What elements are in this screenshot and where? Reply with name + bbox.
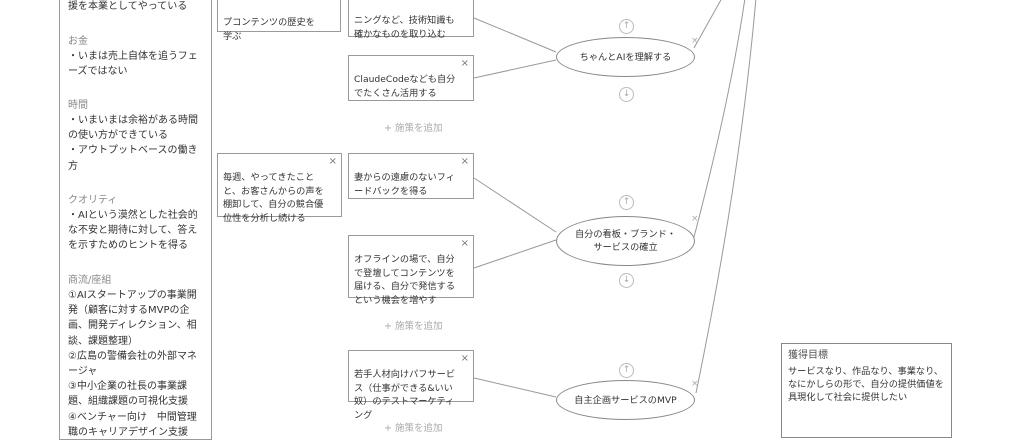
card-tech-knowledge[interactable]: ニングなど、技術知識も確かなものを取り込む xyxy=(348,0,474,40)
card-claude-code[interactable]: ClaudeCodeなども自分でたくさん活用する × xyxy=(348,55,474,101)
connector-lines xyxy=(473,0,757,398)
card-wife-feedback[interactable]: 妻からの遠慮のないフィードバックを得る × xyxy=(348,153,474,199)
goal-body: サービスなり、作品なり、事業なり、なにかしらの形で、自分の提供価値を具現化して社… xyxy=(788,366,944,403)
sidebar-top-text: 援を本業としてやっている xyxy=(68,0,206,14)
node-label: ちゃんとAIを理解する xyxy=(579,51,672,63)
connector-brand-up xyxy=(693,0,746,238)
add-measure-button-mvp[interactable]: + 施策を追加 xyxy=(384,423,443,434)
card-text: 妻からの遠慮のないフィードバックを得る xyxy=(354,172,455,197)
connector-claude-ai xyxy=(473,59,557,79)
connector-ai-up xyxy=(693,0,722,49)
node-label: 自主企画サービスのMVP xyxy=(574,394,677,406)
goal-title: 獲得目標 xyxy=(788,350,828,361)
node-self-service-mvp[interactable]: 自主企画サービスのMVP xyxy=(556,380,695,420)
connector-offline-brand xyxy=(473,239,557,269)
card-text: ニングなど、技術知識も確かなものを取り込む xyxy=(354,15,455,40)
close-icon[interactable]: × xyxy=(691,36,699,46)
close-icon[interactable]: × xyxy=(460,156,469,167)
card-text: オフラインの場で、自分で登壇してコンテンツを届ける、自分で発信するという機会を増… xyxy=(354,254,456,306)
section-body: ・いまいまは余裕がある時間の使い方ができている ・アウトプットベースの働き方 xyxy=(68,115,198,172)
close-icon[interactable]: × xyxy=(460,58,469,69)
node-brand[interactable]: 自分の看板・ブランド・サービスの確立 xyxy=(556,216,695,266)
arrow-up-icon[interactable]: ↑ xyxy=(619,19,634,34)
close-icon[interactable]: × xyxy=(691,379,699,389)
arrow-down-icon[interactable]: ↓ xyxy=(619,273,634,288)
connector-tech-ai xyxy=(473,17,557,53)
connector-mvp-up xyxy=(695,0,757,394)
section-body: ・AIという漠然とした社会的な不安と期待に対して、答えを示すためのヒントを得る xyxy=(68,210,198,252)
close-icon[interactable]: × xyxy=(460,238,469,249)
sidebar-section-channel: 商流/座組 ①AIスタートアップの事業開発（顧客に対するMVPの企画、開発ディレ… xyxy=(68,274,206,439)
sidebar-section-time: 時間 ・いまいまは余裕がある時間の使い方ができている ・アウトプットベースの働き… xyxy=(68,99,206,174)
card-history[interactable]: プコンテンツの歴史を学ぶ xyxy=(217,0,341,42)
card-young-talent-service[interactable]: 若手人材向けパフサービス（仕事ができる&いい奴）のテストマーケティング × xyxy=(348,350,474,421)
section-title: 時間 xyxy=(68,100,88,111)
left-sidebar: 援を本業としてやっている お金 ・いまは売上自体を追うフェーズではない 時間 ・… xyxy=(59,0,212,440)
sidebar-top-body: 援を本業としてやっている xyxy=(68,1,188,12)
node-label: 自分の看板・ブランド・サービスの確立 xyxy=(574,229,677,253)
section-title: 商流/座組 xyxy=(68,275,112,286)
close-icon[interactable]: × xyxy=(328,156,337,167)
node-understand-ai[interactable]: ちゃんとAIを理解する xyxy=(556,37,695,77)
card-text: 若手人材向けパフサービス（仕事ができる&いい奴）のテストマーケティング xyxy=(354,369,456,421)
section-title: クオリティ xyxy=(68,195,118,206)
card-offline-talks[interactable]: オフラインの場で、自分で登壇してコンテンツを届ける、自分で発信するという機会を増… xyxy=(348,235,474,306)
goal-panel: 獲得目標 サービスなり、作品なり、事業なり、なにかしらの形で、自分の提供価値を具… xyxy=(781,343,952,438)
close-icon[interactable]: × xyxy=(691,214,699,224)
sidebar-section-money: お金 ・いまは売上自体を追うフェーズではない xyxy=(68,35,206,79)
arrow-up-icon[interactable]: ↑ xyxy=(619,195,634,210)
connector-wife-brand xyxy=(473,177,557,233)
card-text: プコンテンツの歴史を学ぶ xyxy=(223,17,315,42)
card-text: ClaudeCodeなども自分でたくさん活用する xyxy=(354,74,456,99)
close-icon[interactable]: × xyxy=(460,353,469,364)
add-measure-button-brand[interactable]: + 施策を追加 xyxy=(384,321,443,332)
card-weekly-review[interactable]: 毎週、やってきたことと、お客さんからの声を棚卸して、自分の競合優位性を分析し続け… xyxy=(217,153,342,224)
section-title: お金 xyxy=(68,36,88,47)
section-body: ・いまは売上自体を追うフェーズではない xyxy=(68,51,198,78)
card-text: 毎週、やってきたことと、お客さんからの声を棚卸して、自分の競合優位性を分析し続け… xyxy=(223,172,324,224)
section-body: ①AIスタートアップの事業開発（顧客に対するMVPの企画、開発ディレクション、相… xyxy=(68,290,197,438)
arrow-up-icon[interactable]: ↑ xyxy=(619,363,634,378)
add-measure-button-ai[interactable]: + 施策を追加 xyxy=(384,123,443,134)
arrow-down-icon[interactable]: ↓ xyxy=(619,87,634,102)
sidebar-section-quality: クオリティ ・AIという漠然とした社会的な不安と期待に対して、答えを示すためのヒ… xyxy=(68,194,206,254)
connector-young-mvp xyxy=(473,377,557,398)
